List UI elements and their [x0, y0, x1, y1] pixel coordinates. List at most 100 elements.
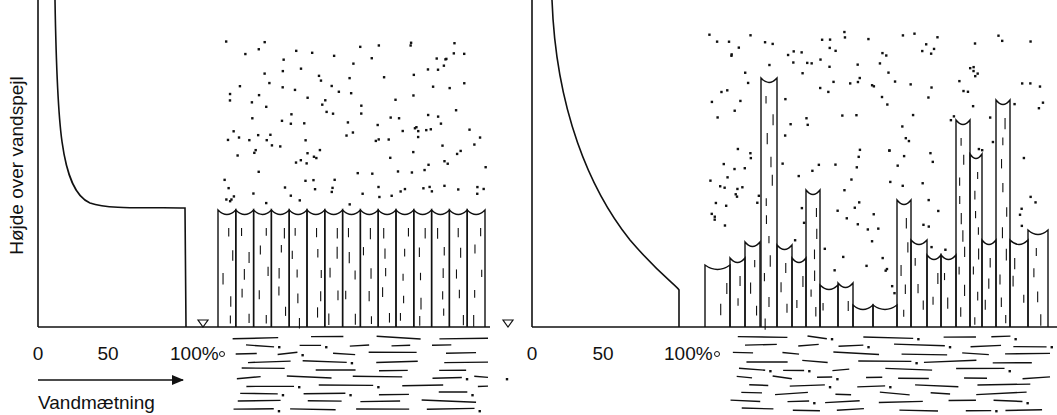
water-dash: [815, 307, 816, 316]
sediment-line: [924, 360, 976, 362]
sediment-line: [319, 384, 373, 386]
sediment-line: [866, 376, 882, 378]
water-dash: [978, 249, 979, 260]
grain: [843, 189, 845, 191]
sediment-line: [1023, 377, 1050, 379]
water-dash: [974, 317, 975, 324]
capillary-tubes: [218, 78, 1048, 330]
water-dash: [906, 218, 907, 229]
capillary-tube: [996, 100, 1010, 327]
grain: [389, 116, 391, 118]
water-dash: [355, 314, 356, 325]
water-dash: [299, 318, 300, 328]
grain: [981, 149, 983, 151]
water-dash: [278, 287, 279, 296]
sediment-line: [962, 353, 989, 355]
water-dash: [1040, 314, 1041, 326]
grain: [1014, 338, 1016, 340]
grain: [268, 82, 270, 84]
sediment-line: [308, 400, 342, 402]
grain: [476, 186, 478, 188]
grain: [896, 164, 898, 166]
sediment-line: [733, 352, 753, 354]
grain: [819, 87, 821, 89]
grain: [933, 48, 935, 50]
water-table-symbol: [503, 320, 513, 327]
grain: [301, 354, 303, 356]
grain: [299, 199, 301, 201]
water-dash: [420, 298, 421, 310]
grain: [930, 86, 932, 88]
sediment-line: [1005, 353, 1050, 355]
tick-label: 50: [97, 344, 118, 363]
water-dash: [279, 268, 280, 278]
grain: [300, 67, 302, 69]
water-dash: [382, 287, 383, 297]
grain: [736, 188, 738, 190]
grain: [333, 55, 335, 57]
grain: [932, 161, 934, 163]
grain: [417, 136, 419, 138]
sediment-line: [899, 409, 938, 411]
degree-mark: [715, 352, 720, 357]
grain: [225, 198, 227, 200]
grain: [456, 153, 458, 155]
grain: [902, 34, 904, 36]
grain: [1026, 402, 1028, 404]
grain: [856, 63, 858, 65]
grain: [258, 48, 260, 50]
water-dash: [260, 246, 261, 255]
degree-mark: [220, 352, 225, 357]
grain: [506, 378, 508, 380]
water-dash: [459, 290, 460, 299]
water-dash: [230, 296, 231, 307]
grain: [399, 190, 401, 192]
grain: [313, 156, 315, 158]
grain: [1039, 85, 1041, 87]
sediment-line: [977, 383, 1030, 385]
water-dash: [816, 208, 817, 217]
grain: [832, 81, 834, 83]
water-dash: [230, 316, 231, 324]
water-dash: [1005, 315, 1006, 323]
water-dash: [266, 315, 267, 324]
grain: [927, 96, 929, 98]
grain: [891, 285, 893, 287]
sediment-line: [949, 400, 976, 402]
sediment-line: [439, 338, 488, 340]
capillary-tube: [982, 240, 996, 327]
capillary-tube: [806, 190, 820, 327]
sediment-line: [238, 400, 281, 402]
water-dash: [321, 270, 322, 278]
sediment-line: [788, 400, 810, 402]
grain: [482, 188, 484, 190]
grain: [300, 159, 302, 161]
grain: [333, 179, 335, 181]
water-dash: [947, 297, 948, 308]
water-dash: [444, 247, 445, 255]
water-dash: [765, 96, 766, 104]
grain: [855, 114, 857, 116]
grain: [829, 38, 831, 40]
water-dash: [720, 304, 721, 315]
grain: [254, 149, 256, 151]
grain: [917, 338, 919, 340]
grain: [443, 64, 445, 66]
grain: [749, 34, 751, 36]
sediment-line: [956, 368, 1004, 370]
water-dash: [443, 309, 444, 316]
grain: [459, 150, 461, 152]
grain: [281, 86, 283, 88]
sediment-line: [839, 345, 864, 346]
grain: [321, 103, 323, 105]
grain: [422, 187, 424, 189]
grain: [811, 170, 813, 172]
grain: [282, 58, 284, 60]
sediment-line: [422, 400, 476, 402]
capillary-tube: [1010, 240, 1028, 327]
water-dash: [404, 249, 405, 257]
capillary-tube: [218, 210, 236, 327]
sediment-line: [749, 384, 768, 386]
baseline: [38, 326, 490, 328]
sediment-line: [802, 360, 827, 362]
